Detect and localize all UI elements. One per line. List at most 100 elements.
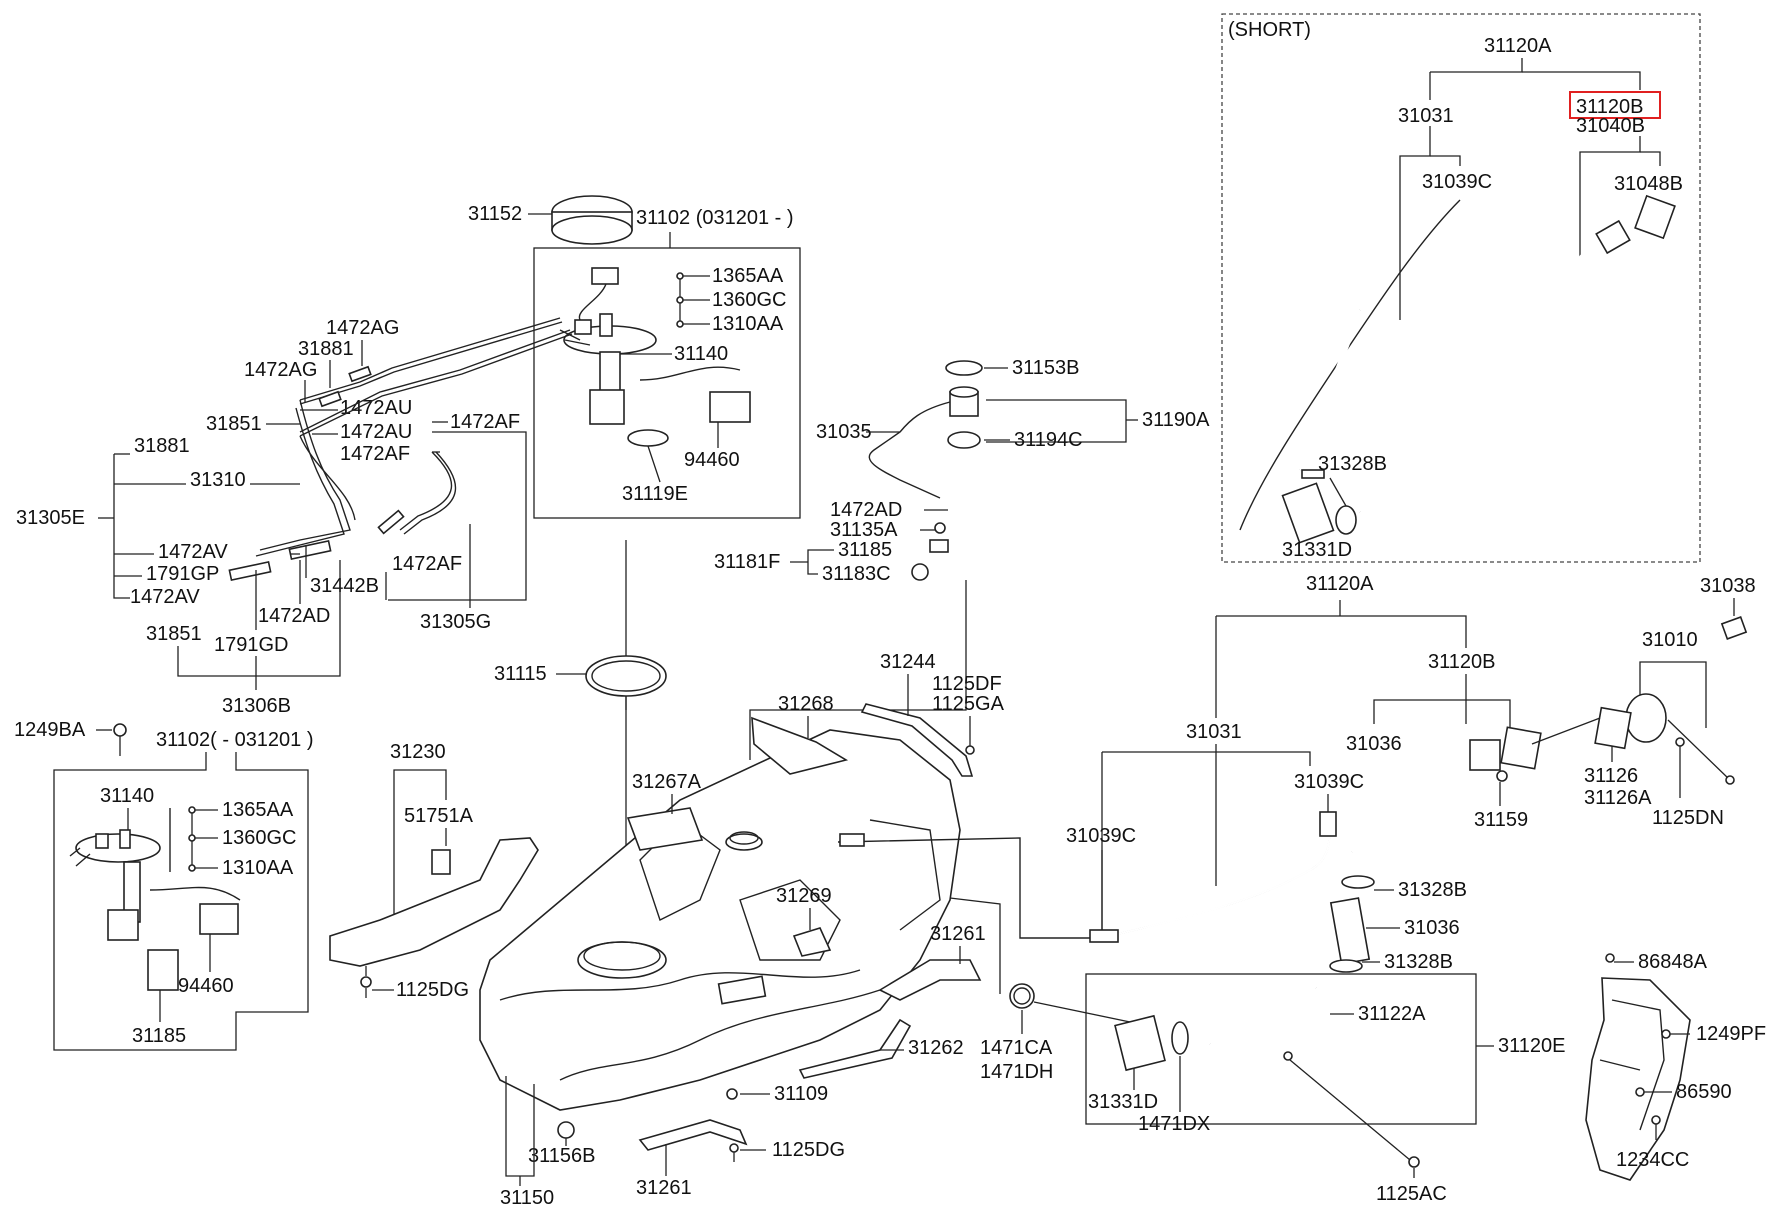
label-31140-new: 31140 bbox=[674, 343, 728, 365]
pad-31269 bbox=[792, 927, 832, 957]
label-51751a: 51751A bbox=[404, 805, 474, 827]
inset-short-group: (SHORT) 31120A 31031 31120B 31040B 31039… bbox=[1221, 13, 1701, 563]
old-strainer-31185 bbox=[147, 949, 179, 991]
clamp-31328b-bottom bbox=[1329, 959, 1363, 973]
inset-title: (SHORT) bbox=[1228, 19, 1311, 41]
label-1360gc-new: 1360GC bbox=[712, 289, 787, 311]
label-31244: 31244 bbox=[880, 651, 936, 673]
label-31120a-short: 31120A bbox=[1484, 35, 1552, 57]
cap-holder-31126 bbox=[1594, 706, 1632, 750]
pump-assembly-frame bbox=[533, 247, 801, 519]
inset-dashed-frame bbox=[1221, 13, 1701, 563]
label-31305e: 31305E bbox=[16, 507, 85, 529]
filler-gasket bbox=[1500, 726, 1542, 770]
label-31140-old: 31140 bbox=[100, 785, 154, 807]
old-sender-94460 bbox=[199, 903, 239, 935]
clip-86848a bbox=[1605, 953, 1615, 963]
label-31331d-short: 31331D bbox=[1282, 539, 1352, 561]
label-1472af-left: 1472AF bbox=[340, 443, 410, 465]
screw-1234cc bbox=[1651, 1115, 1661, 1125]
label-31038: 31038 bbox=[1700, 575, 1756, 597]
hose-31036 bbox=[1329, 897, 1371, 965]
gasket-31115 bbox=[585, 655, 667, 697]
label-86590: 86590 bbox=[1676, 1081, 1732, 1103]
label-1472ad-mid: 1472AD bbox=[830, 499, 902, 521]
bolt-1125dg-left bbox=[360, 976, 372, 988]
label-1471ca: 1471CA bbox=[980, 1037, 1053, 1059]
label-31120a-long: 31120A bbox=[1306, 573, 1374, 595]
label-1365aa-new: 1365AA bbox=[712, 265, 784, 287]
label-31305g: 31305G bbox=[420, 611, 491, 633]
label-31156b: 31156B bbox=[528, 1145, 595, 1167]
fuel-tank-31150 bbox=[479, 729, 961, 1111]
label-31153b: 31153B bbox=[1012, 357, 1079, 379]
label-1472ad-left: 1472AD bbox=[258, 605, 330, 627]
label-31036-top: 31036 bbox=[1346, 733, 1402, 755]
label-31328b-bottom: 31328B bbox=[1384, 951, 1453, 973]
fuel-pump-assembly-new: 31152 31102 (031201 - ) 1365AA 1360GC 13… bbox=[468, 195, 801, 710]
short-clip bbox=[1301, 469, 1325, 479]
clip-51751a bbox=[431, 849, 451, 875]
label-31328b-short: 31328B bbox=[1318, 453, 1387, 475]
label-31881-left: 31881 bbox=[134, 435, 190, 457]
label-31881-top: 31881 bbox=[298, 338, 354, 360]
label-31040b: 31040B bbox=[1576, 115, 1645, 137]
label-31851-top: 31851 bbox=[206, 413, 262, 435]
label-1125dg-left: 1125DG bbox=[396, 979, 469, 1001]
old-pump-flange bbox=[75, 833, 161, 863]
label-31120b-highlighted: 31120B bbox=[1576, 96, 1643, 118]
pump-module bbox=[589, 389, 625, 425]
clamp-1471dx bbox=[1171, 1021, 1189, 1055]
bolt-1125dg-bottom bbox=[729, 1143, 739, 1153]
label-31010: 31010 bbox=[1642, 629, 1698, 651]
label-31109: 31109 bbox=[774, 1083, 828, 1105]
filler-neck-flange bbox=[1469, 739, 1501, 771]
label-31267a: 31267A bbox=[632, 771, 702, 793]
screw-31159 bbox=[1496, 770, 1508, 782]
nut-86590 bbox=[1635, 1087, 1645, 1097]
label-31150: 31150 bbox=[500, 1187, 554, 1209]
gasket-31194c bbox=[947, 431, 981, 449]
label-1125df: 1125DF bbox=[932, 673, 1002, 695]
label-1472af-right: 1472AF bbox=[450, 411, 520, 433]
fuel-tank-group: 31115 31268 31267A 31269 31244 1125DF 11… bbox=[479, 651, 1005, 1209]
label-31262: 31262 bbox=[908, 1037, 964, 1059]
canister-group: 31153B 31035 31190A 31194C 1472AD 31135A… bbox=[714, 357, 1210, 760]
pad-31267a bbox=[626, 807, 704, 851]
label-31185-old: 31185 bbox=[132, 1025, 186, 1047]
label-31048b: 31048B bbox=[1614, 173, 1683, 195]
label-31328b-top: 31328B bbox=[1398, 879, 1467, 901]
label-31039c-right: 31039C bbox=[1294, 771, 1364, 793]
bracket-group: 31230 51751A 1125DG bbox=[329, 741, 539, 1001]
splash-shield bbox=[1585, 977, 1691, 1181]
label-31102-old: 31102( - 031201 ) bbox=[156, 729, 314, 751]
label-1472au-2: 1472AU bbox=[340, 421, 412, 443]
vent-hose-end bbox=[1089, 929, 1119, 943]
seal-31153b bbox=[945, 360, 983, 376]
label-31036-bottom: 31036 bbox=[1404, 917, 1460, 939]
label-31230: 31230 bbox=[390, 741, 446, 763]
label-31181f: 31181F bbox=[714, 551, 780, 573]
label-86848a: 86848A bbox=[1638, 951, 1708, 973]
label-94460-new: 94460 bbox=[684, 449, 740, 471]
label-31031-short: 31031 bbox=[1398, 105, 1454, 127]
label-1472af-lower: 1472AF bbox=[392, 553, 462, 575]
nut-31109 bbox=[726, 1088, 738, 1100]
label-1125ac: 1125AC bbox=[1376, 1183, 1447, 1205]
label-31306b: 31306B bbox=[222, 695, 291, 717]
vent-nozzle bbox=[839, 833, 865, 847]
label-31194c: 31194C bbox=[1014, 429, 1083, 451]
label-1472av-1: 1472AV bbox=[158, 541, 228, 563]
label-31035: 31035 bbox=[816, 421, 872, 443]
label-31268: 31268 bbox=[778, 693, 834, 715]
label-1472ag-top: 1472AG bbox=[326, 317, 399, 339]
fuel-pump-assembly-old: 1249BA 31102( - 031201 ) 31140 1365AA 13… bbox=[14, 719, 314, 1051]
fuel-cap-31010 bbox=[1625, 693, 1667, 743]
label-31126a: 31126A bbox=[1584, 787, 1652, 809]
short-neck-flange bbox=[1595, 219, 1631, 255]
label-31261-bottom: 31261 bbox=[636, 1177, 692, 1199]
strap-31261-right bbox=[878, 959, 982, 1001]
label-1249ba: 1249BA bbox=[14, 719, 86, 741]
fuel-sender-94460 bbox=[709, 391, 751, 423]
label-1365aa-old: 1365AA bbox=[222, 799, 294, 821]
